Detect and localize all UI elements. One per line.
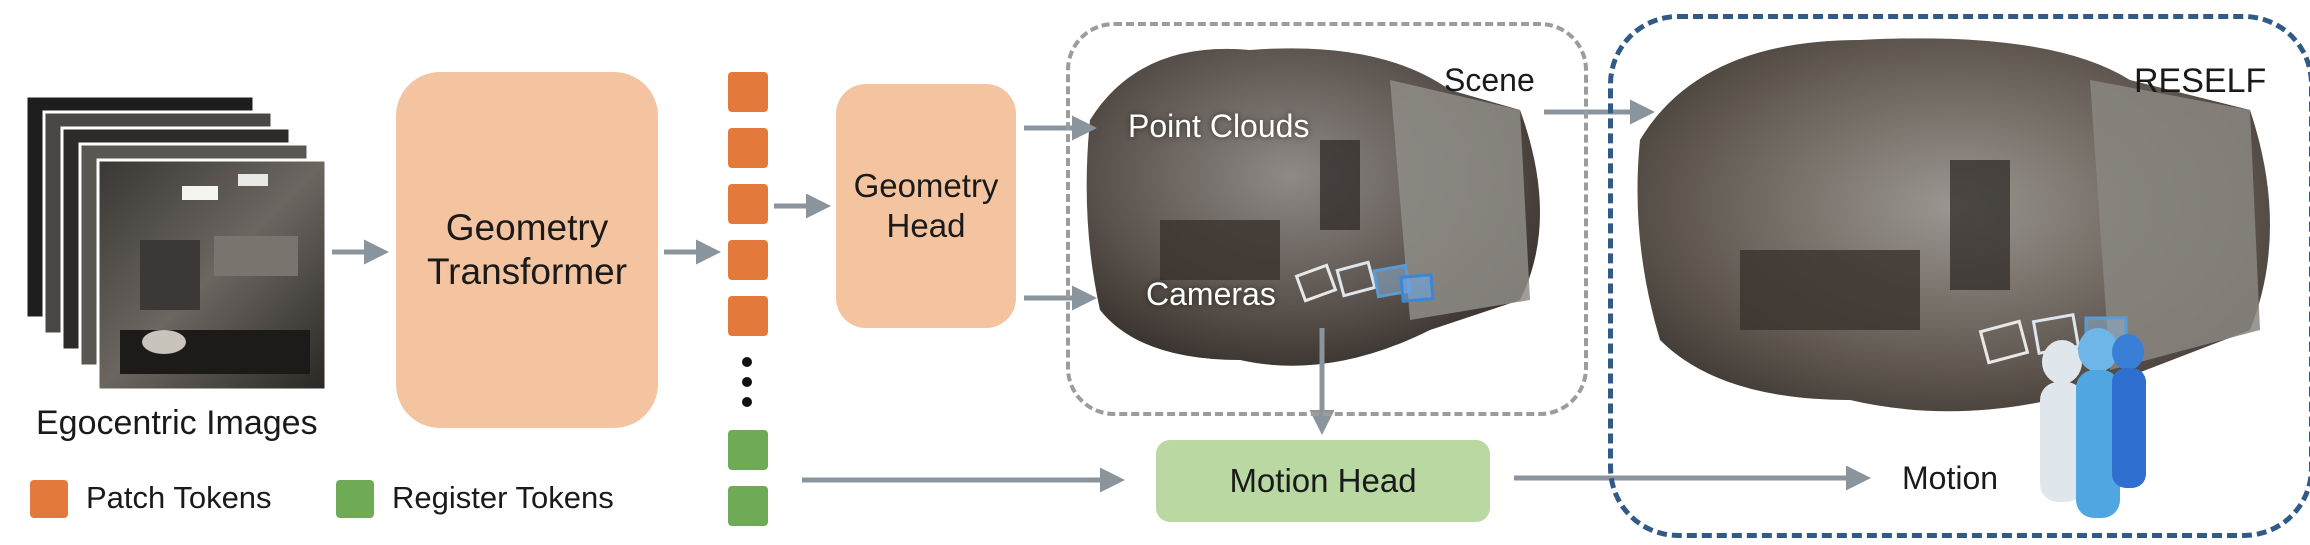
geometry-head-label-1: Geometry xyxy=(853,167,999,205)
motion-label: Motion xyxy=(1902,460,1999,496)
patch-token xyxy=(728,296,768,336)
geometry-transformer-label-2: Transformer xyxy=(426,251,628,292)
flow-arrows xyxy=(332,99,1871,493)
legend-register-swatch xyxy=(336,480,374,518)
geometry-transformer-label-1: Geometry xyxy=(445,206,609,248)
geometry-head-block: Geometry Head xyxy=(836,84,1016,328)
egocentric-images-label: Egocentric Images xyxy=(36,404,318,442)
legend-register-label: Register Tokens xyxy=(392,480,614,515)
patch-token xyxy=(728,72,768,112)
scene-prediction-panel xyxy=(1066,22,1588,416)
patch-token xyxy=(728,184,768,224)
scene-label: Scene xyxy=(1444,62,1535,98)
motion-head-block: Motion Head xyxy=(1156,440,1490,522)
register-token xyxy=(728,486,768,526)
register-token xyxy=(728,430,768,470)
patch-token xyxy=(728,128,768,168)
camera-frustums xyxy=(1294,260,1435,303)
reself-output-render xyxy=(1637,38,2270,518)
point-clouds-label: Point Clouds xyxy=(1128,108,1310,144)
cameras-label: Cameras xyxy=(1146,276,1276,312)
egocentric-image-stack xyxy=(24,94,328,392)
reself-title: RESELF xyxy=(2134,62,2267,100)
patch-token xyxy=(728,240,768,280)
motion-head-label: Motion Head xyxy=(1229,462,1417,500)
legend-patch-label: Patch Tokens xyxy=(86,480,272,515)
geometry-transformer-block: Geometry Transformer xyxy=(396,72,658,428)
legend-patch-swatch xyxy=(30,480,68,518)
geometry-head-label-2: Head xyxy=(886,207,966,244)
token-column xyxy=(742,357,752,407)
